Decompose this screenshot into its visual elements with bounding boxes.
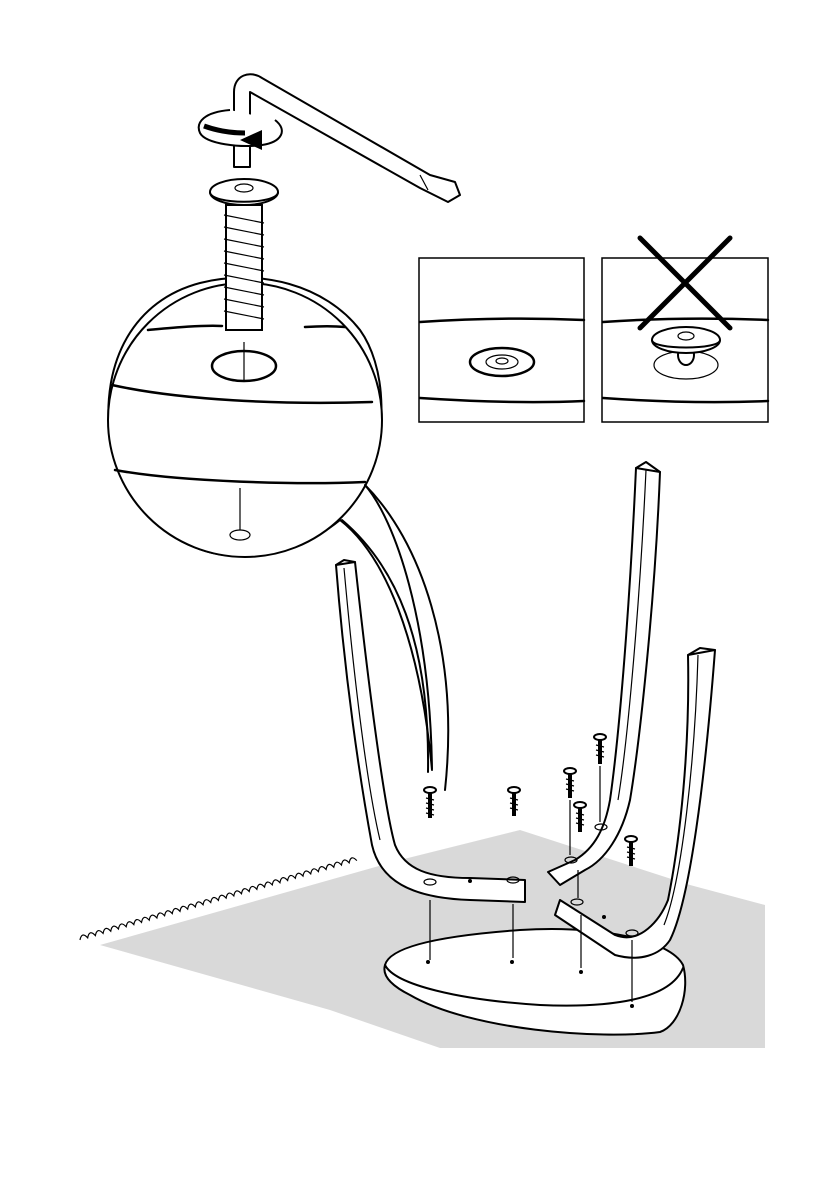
zoom-detail — [108, 278, 448, 790]
detail-correct — [419, 258, 584, 422]
screw-4 — [594, 734, 606, 822]
rotation-arrow-icon — [199, 110, 282, 150]
screw-3 — [564, 768, 576, 855]
leg-back — [548, 462, 660, 885]
